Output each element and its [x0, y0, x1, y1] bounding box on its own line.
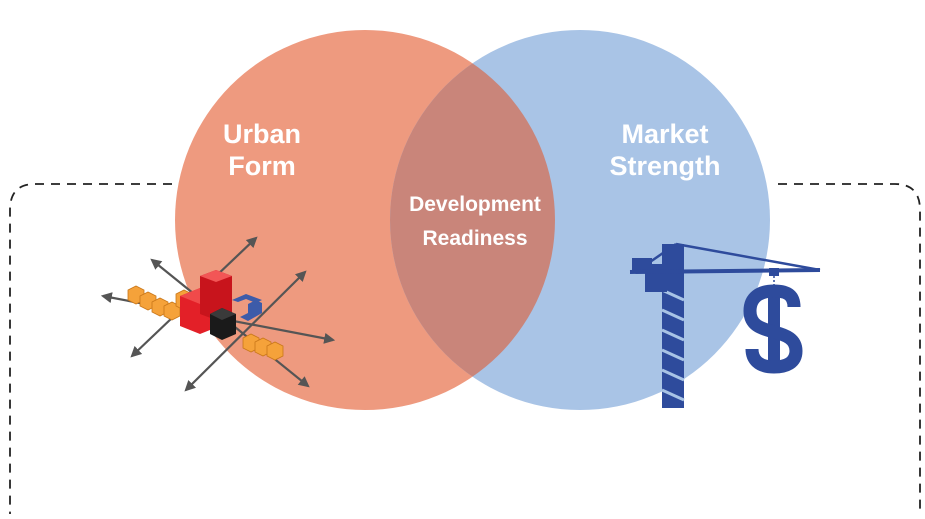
urban-buildings-grid-icon [100, 236, 336, 392]
development-readiness-label: Development Readiness [365, 188, 585, 255]
crane-with-dollar-icon [629, 242, 821, 408]
development-readiness-line1: Development [409, 193, 541, 216]
urban-form-label: Urban Form [200, 118, 324, 183]
urban-form-line2: Form [228, 151, 296, 182]
development-readiness-line2: Readiness [422, 226, 528, 250]
market-strength-line2: Strength [609, 151, 721, 182]
market-strength-line1: Market [621, 119, 709, 149]
dashed-frame [9, 183, 921, 514]
development-readiness-overlap [390, 30, 555, 410]
market-strength-label: Market Strength [580, 118, 750, 183]
urban-form-line1: Urban [222, 119, 301, 149]
